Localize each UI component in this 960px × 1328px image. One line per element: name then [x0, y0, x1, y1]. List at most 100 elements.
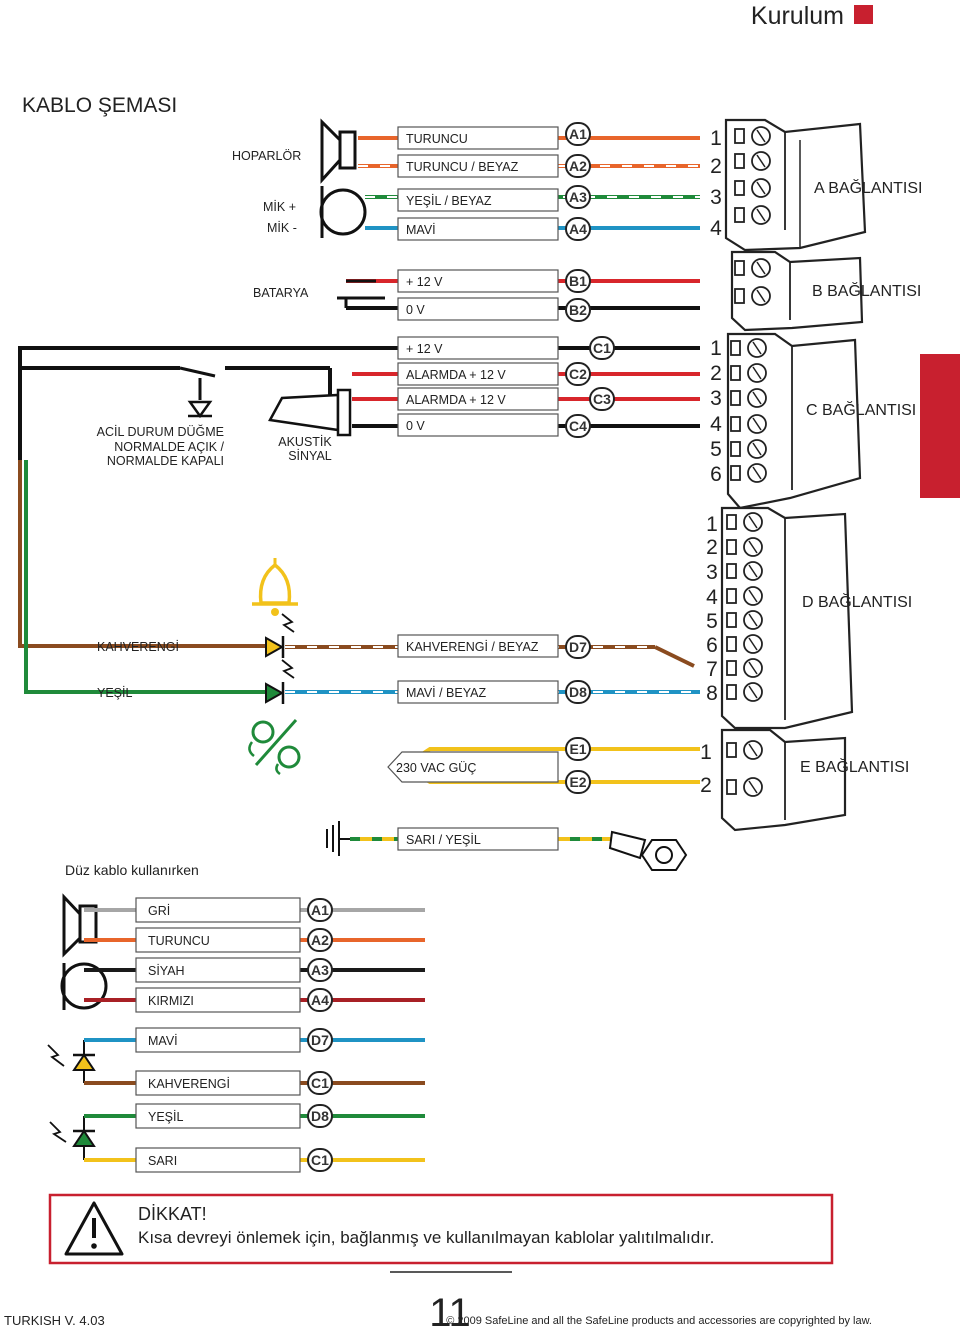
flat-wire-label: YEŞİL — [148, 1110, 183, 1124]
header-title: Kurulum — [751, 2, 844, 30]
flat-wire-label-box — [135, 957, 301, 983]
page-title: KABLO ŞEMASI — [22, 94, 177, 117]
label-acil-3: NORMALDE KAPALI — [107, 454, 224, 468]
terminal-block-icon-b — [730, 250, 864, 332]
pin-marker — [565, 680, 591, 704]
footer-page-number: 11 — [429, 1291, 471, 1328]
wire-label: MAVİ / BEYAZ — [406, 686, 486, 700]
flat-wire-label: MAVİ — [148, 1034, 178, 1048]
label-mik-plus: MİK + — [263, 200, 296, 214]
wire-label-box — [397, 387, 559, 411]
wire-label-box — [397, 362, 559, 386]
label-acil-1: ACİL DURUM DÜĞME — [97, 424, 224, 439]
wire-kahverengi — [18, 460, 265, 648]
terminal-block-icon-a — [724, 118, 867, 252]
pin-marker — [565, 737, 591, 761]
label-akustik-1: AKUSTİK — [278, 435, 332, 449]
connector-b-label: B BAĞLANTISI — [812, 281, 921, 300]
ring-terminal-icon — [608, 830, 688, 871]
wire-label: 230 VAC GÜÇ — [396, 761, 476, 775]
terminal-block-icon-e — [720, 728, 847, 832]
label-kahverengi: KAHVERENGİ — [97, 640, 179, 654]
wire-label: ALARMDA + 12 V — [406, 368, 506, 382]
pin-marker — [565, 122, 591, 146]
pin-marker — [565, 298, 591, 322]
wire-label: TURUNCU — [406, 132, 468, 146]
flat-pin-label: D8 — [311, 1108, 329, 1124]
label-duz-kablo: Düz kablo kullanırken — [65, 862, 199, 878]
wire-label-box — [397, 217, 559, 241]
pin-marker — [565, 414, 591, 438]
connector-c-number: 4 — [710, 413, 722, 436]
connector-c-number: 5 — [710, 438, 722, 461]
wire-label: MAVİ — [406, 223, 436, 237]
wire-label: 0 V — [406, 303, 425, 317]
warning-box — [48, 1193, 834, 1265]
microphone-icon — [319, 186, 367, 238]
connector-e-number: 2 — [700, 774, 712, 797]
connector-c-number: 1 — [710, 337, 722, 360]
led-icon-green — [265, 659, 295, 704]
header-accent-square — [854, 5, 873, 24]
connector-d-label: D BAĞLANTISI — [802, 592, 912, 611]
pin-label: B2 — [569, 302, 587, 318]
connector-a-number: 3 — [710, 186, 722, 209]
pin-marker — [565, 217, 591, 241]
flat-wire-label-box — [135, 1070, 301, 1096]
wire-label: 0 V — [406, 419, 425, 433]
flat-wire-label-box — [135, 927, 301, 953]
wire-label: ALARMDA + 12 V — [406, 393, 506, 407]
flat-pin-marker — [307, 1148, 333, 1172]
connector-a-label: A BAĞLANTISI — [814, 178, 922, 197]
bell-icon — [252, 558, 298, 616]
connector-e-label: E BAĞLANTISI — [800, 757, 909, 776]
flat-pin-label: C1 — [311, 1075, 329, 1091]
flat-pin-marker — [307, 988, 333, 1012]
pin-label: D8 — [569, 684, 587, 700]
wire-label: + 12 V — [406, 275, 443, 289]
flat-wire-label: KIRMIZI — [148, 994, 194, 1008]
wire-label-box — [387, 751, 559, 783]
label-akustik-2: SİNYAL — [288, 449, 332, 463]
terminal-block-icon-d — [720, 506, 854, 730]
flat-pin-label: A4 — [311, 992, 329, 1008]
label-yesil: YEŞİL — [97, 686, 132, 700]
pin-label: C2 — [569, 366, 587, 382]
wire-label-box — [397, 126, 559, 150]
connector-d-number: 7 — [706, 658, 718, 681]
connector-c-number: 3 — [710, 387, 722, 410]
pin-label: A3 — [569, 189, 587, 205]
pin-label: C4 — [569, 418, 587, 434]
flat-pin-marker — [307, 958, 333, 982]
pin-label: A1 — [569, 126, 587, 142]
wire-label-box — [397, 336, 559, 360]
connector-e-number: 1 — [700, 741, 712, 764]
wire-label: TURUNCU / BEYAZ — [406, 160, 519, 174]
no-sound-icon — [248, 719, 301, 776]
label-hoparlor: HOPARLÖR — [232, 149, 301, 163]
terminal-block-icon-c — [726, 332, 862, 510]
flat-wire-label: TURUNCU — [148, 934, 210, 948]
speaker-icon-flat — [62, 893, 98, 958]
wire-label-box — [397, 827, 559, 851]
connector-d-number: 6 — [706, 634, 718, 657]
speaker-icon — [320, 118, 357, 184]
connector-d-number: 4 — [706, 586, 718, 609]
battery-icon — [337, 279, 385, 308]
connector-d-number: 2 — [706, 536, 718, 559]
warning-icon — [64, 1201, 124, 1256]
flat-pin-marker — [307, 1028, 333, 1052]
side-tab — [920, 354, 960, 498]
pin-label: B1 — [569, 273, 587, 289]
pin-marker — [589, 336, 615, 360]
connector-d-number: 3 — [706, 561, 718, 584]
flat-wire-label-box — [135, 1103, 301, 1129]
wire-label-box — [397, 680, 559, 704]
wire-label-box — [397, 154, 559, 178]
pin-marker — [565, 362, 591, 386]
connector-a-number: 4 — [710, 217, 722, 240]
connector-a-number: 1 — [710, 127, 722, 150]
flat-pin-label: C1 — [311, 1152, 329, 1168]
label-acil-2: NORMALDE AÇIK / — [114, 440, 224, 454]
